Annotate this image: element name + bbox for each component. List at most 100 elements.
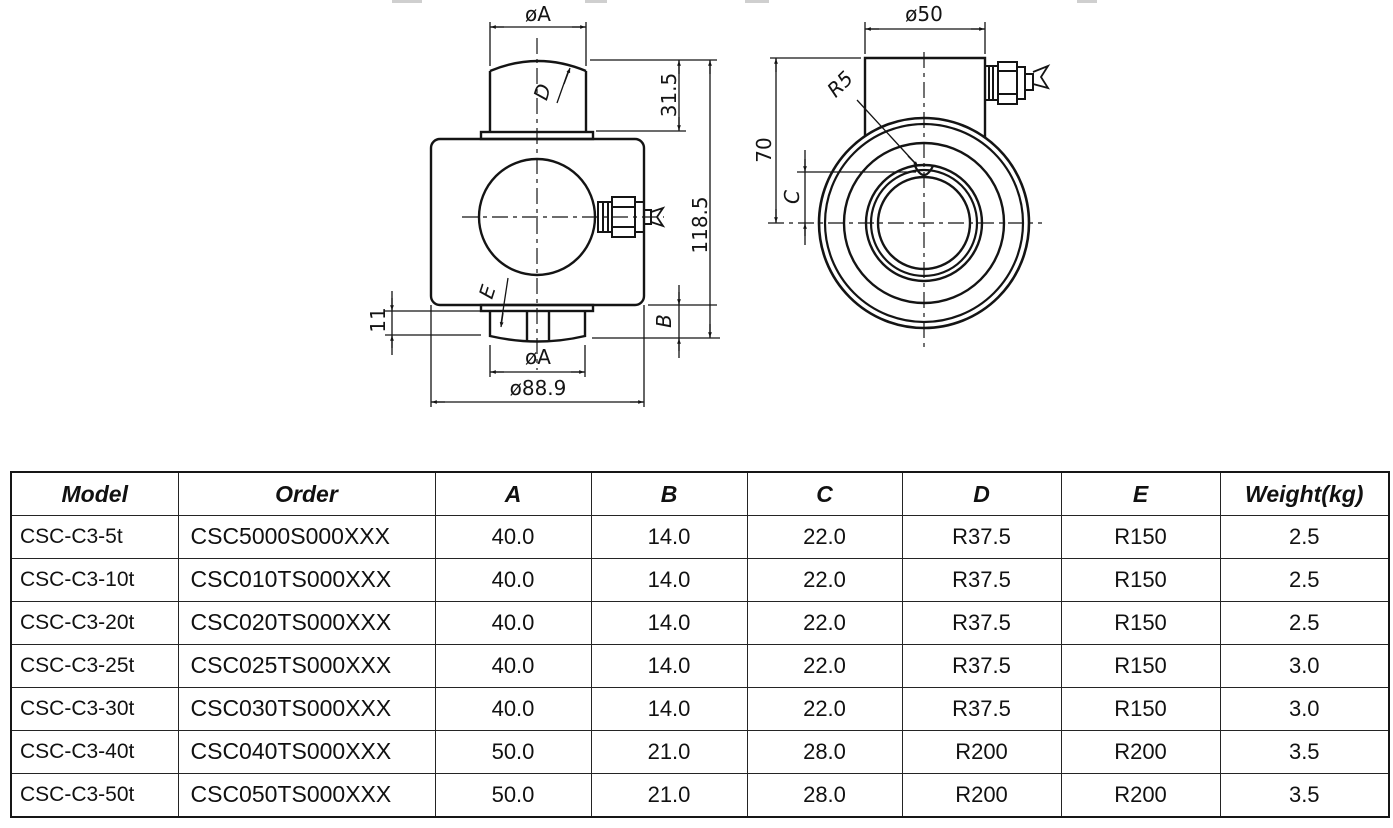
- dim-label-total-height: 118.5: [688, 196, 712, 253]
- locating-notch: [914, 165, 934, 177]
- table-header-cell: Order: [177, 471, 436, 516]
- table-cell: 50.0: [434, 729, 592, 774]
- table-cell: 50.0: [434, 772, 592, 818]
- table-cell: R37.5: [901, 515, 1062, 559]
- table-cell: 22.0: [746, 600, 903, 645]
- table-header-cell: E: [1060, 471, 1221, 516]
- table-cell: R150: [1060, 643, 1221, 688]
- table-cell: CSC-C3-5t: [10, 515, 179, 559]
- table-cell: 2.5: [1219, 600, 1390, 645]
- table-cell: R200: [1060, 772, 1221, 818]
- dim-label-boss-height-b: B: [652, 314, 676, 328]
- table-cell: 3.5: [1219, 729, 1390, 774]
- dim-label-cap-height: 31.5: [657, 73, 681, 118]
- table-cell: R37.5: [901, 643, 1062, 688]
- side-view-drawing: ø50 70 C R5: [752, 2, 1051, 350]
- table-cell: R37.5: [901, 686, 1062, 731]
- table-cell: CSC-C3-20t: [10, 600, 179, 645]
- dim-label-height-70: 70: [752, 137, 776, 162]
- table-cell: R150: [1060, 515, 1221, 559]
- dim-label-top-diameter: øA: [525, 2, 551, 26]
- table-header-cell: A: [434, 471, 592, 516]
- table-cell: R200: [901, 729, 1062, 774]
- table-cell: 22.0: [746, 643, 903, 688]
- table-cell: CSC030TS000XXX: [177, 686, 436, 731]
- table-cell: 40.0: [434, 600, 592, 645]
- table-cell: CSC025TS000XXX: [177, 643, 436, 688]
- table-cell: CSC-C3-10t: [10, 557, 179, 602]
- cable-gland-front: [597, 196, 666, 238]
- side-view-centerlines: [768, 52, 1042, 350]
- dim-label-boss-height-11: 11: [366, 307, 390, 332]
- cropped-text-artifacts: [392, 0, 1097, 3]
- technical-drawing: øA 31.5 118.5 B 11 øA ø88.9 D E: [366, 0, 1097, 407]
- table-header-cell: D: [901, 471, 1062, 516]
- table-cell: 14.0: [590, 515, 748, 559]
- table-cell: R200: [1060, 729, 1221, 774]
- table-cell: 40.0: [434, 515, 592, 559]
- table-cell: 14.0: [590, 557, 748, 602]
- table-cell: 21.0: [590, 729, 748, 774]
- table-cell: 2.5: [1219, 557, 1390, 602]
- front-view-drawing: øA 31.5 118.5 B 11 øA ø88.9 D E: [366, 2, 720, 407]
- table-cell: CSC-C3-40t: [10, 729, 179, 774]
- table-cell: 3.5: [1219, 772, 1390, 818]
- dim-label-groove-c: C: [780, 190, 804, 204]
- table-cell: 40.0: [434, 643, 592, 688]
- table-cell: 14.0: [590, 686, 748, 731]
- table-cell: CSC050TS000XXX: [177, 772, 436, 818]
- label-bottom-radius-e: E: [474, 282, 501, 302]
- label-sphere-radius-d: D: [529, 81, 557, 103]
- table-cell: R37.5: [901, 557, 1062, 602]
- table-cell: CSC020TS000XXX: [177, 600, 436, 645]
- cable-gland-side: [984, 61, 1051, 105]
- table-cell: 3.0: [1219, 643, 1390, 688]
- table-cell: R37.5: [901, 600, 1062, 645]
- front-view-outline: [429, 59, 666, 343]
- table-cell: 22.0: [746, 686, 903, 731]
- table-cell: 2.5: [1219, 515, 1390, 559]
- side-view-dimensions: [770, 22, 986, 245]
- table-cell: 28.0: [746, 772, 903, 818]
- table-cell: R150: [1060, 600, 1221, 645]
- table-cell: 14.0: [590, 643, 748, 688]
- table-header-cell: C: [746, 471, 903, 516]
- table-cell: R200: [901, 772, 1062, 818]
- table-header-cell: Weight(kg): [1219, 471, 1390, 516]
- dim-label-base-diameter: ø88.9: [510, 376, 567, 400]
- table-cell: 40.0: [434, 686, 592, 731]
- table-cell: CSC-C3-25t: [10, 643, 179, 688]
- table-cell: CSC040TS000XXX: [177, 729, 436, 774]
- label-notch-radius-r5: R5: [822, 66, 858, 102]
- table-header-cell: Model: [10, 471, 179, 516]
- table-cell: CSC010TS000XXX: [177, 557, 436, 602]
- table-cell: 14.0: [590, 600, 748, 645]
- table-cell: R150: [1060, 557, 1221, 602]
- table-cell: CSC5000S000XXX: [177, 515, 436, 559]
- front-view-centerlines: [462, 38, 664, 370]
- table-cell: 22.0: [746, 515, 903, 559]
- table-cell: 40.0: [434, 557, 592, 602]
- table-header-cell: B: [590, 471, 748, 516]
- table-cell: 3.0: [1219, 686, 1390, 731]
- dim-label-bottom-diameter: øA: [525, 345, 551, 369]
- table-cell: R150: [1060, 686, 1221, 731]
- table-cell: CSC-C3-50t: [10, 772, 179, 818]
- table-cell: CSC-C3-30t: [10, 686, 179, 731]
- dim-label-housing-diameter: ø50: [905, 2, 943, 26]
- table-cell: 28.0: [746, 729, 903, 774]
- table-cell: 21.0: [590, 772, 748, 818]
- front-view-dimensions: [385, 22, 720, 407]
- side-view-outline: [817, 56, 1051, 330]
- table-cell: 22.0: [746, 557, 903, 602]
